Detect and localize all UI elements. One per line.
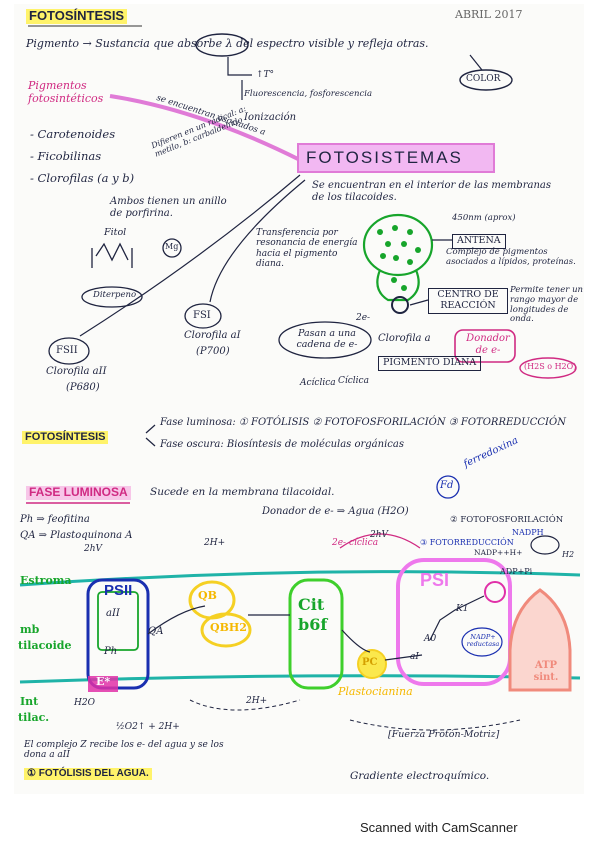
adp-label: ADP+Pi <box>500 567 533 576</box>
fotosistemas-location: Se encuentran en el interior de las memb… <box>312 180 551 203</box>
fase-luminosa-title: FASE LUMINOSA <box>26 485 131 500</box>
fase-luminosa-line: Fase luminosa: ① FOTÓLISIS ② FOTOFOSFORI… <box>160 417 566 428</box>
sucede-note: Sucede en la membrana tilacoidal. <box>150 486 335 498</box>
fsii-label: FSII <box>56 345 78 356</box>
ciclica-label: Cíclica <box>338 376 369 386</box>
fotosistemas-title: FOTOSISTEMAS <box>306 148 463 167</box>
fd-label: Fd <box>440 480 454 491</box>
psi-label: PSI <box>420 570 450 590</box>
fotorreduccion-label: ③ FOTORREDUCCIÓN <box>420 538 514 547</box>
h2o-label: H2O <box>74 698 95 708</box>
fotosintesis-heading: FOTOSÍNTESIS <box>22 431 109 444</box>
pasan-note: Pasan a una cadena de e- <box>296 328 358 350</box>
temperature-label: ↑T° <box>256 70 275 80</box>
fitol-label: Fitol <box>104 227 127 238</box>
nadph-label: NADPH <box>512 528 544 537</box>
plastocianina-label: Plastocianina <box>338 685 413 698</box>
permite-note: Permite tener un rango mayor de longitud… <box>510 285 584 325</box>
aciclica-label: Acíclica <box>300 378 336 388</box>
pigment-item: - Carotenoides <box>30 127 116 141</box>
transferencia-note: Transferencia por resonancia de energía … <box>256 228 358 270</box>
fotolisis-heading: ① FOTÓLISIS DEL AGUA. <box>24 768 152 780</box>
porfirina-note: Ambos tienen un anillo de porfirina. <box>110 196 227 219</box>
photon-psi: 2hV <box>370 530 389 540</box>
k1-label: K1 <box>456 604 469 614</box>
donador-example: (H2S o H2O) <box>524 362 577 371</box>
fsii-clorofila: Clorofila aII <box>46 366 107 377</box>
a0-label: A0 <box>424 634 437 644</box>
color-label: COLOR <box>466 74 501 84</box>
page-title: FOTOSÍNTESIS <box>26 8 128 24</box>
date: ABRIL 2017 <box>455 8 523 21</box>
nadp-reductasa-label: NADP+ reductasa <box>466 633 500 649</box>
e-star-label: E* <box>96 675 111 688</box>
fsi-p700: (P700) <box>196 346 230 357</box>
ionizacion-label: Ionización <box>244 112 297 123</box>
ai-label: aI <box>410 652 419 662</box>
h2-label: H2 <box>562 550 575 559</box>
atp-synthase <box>508 588 572 692</box>
qb-label: QB <box>198 589 217 602</box>
int-label: Int <box>20 695 39 708</box>
clorofila-a-label: Clorofila a <box>378 333 431 344</box>
size-label: 450nm (aprox) <box>452 213 516 223</box>
qbh2-label: QBH2 <box>210 621 247 634</box>
protons-lumen: 2H+ <box>246 696 268 706</box>
protons-stroma: 2H+ <box>204 538 226 548</box>
fuerza-label: [Fuerza Protón-Motriz] <box>388 729 500 740</box>
psii-label: PSII <box>104 582 133 599</box>
donador-label: Donador de e- <box>466 333 510 356</box>
fsii-p680: (P680) <box>66 382 100 393</box>
aii-label: aII <box>106 608 120 619</box>
estroma-label: Estroma <box>20 574 72 587</box>
antena-label: ANTENA <box>452 234 506 249</box>
pigmento-definition: Pigmento → Sustancia que absorbe λ del e… <box>26 37 429 50</box>
complejo-z-note: El complejo Z recibe los e- del agua y s… <box>24 740 224 761</box>
pigment-item: - Clorofilas (a y b) <box>30 171 135 185</box>
ph-definition: Ph ⇒ feofitina <box>20 514 90 525</box>
nadp-h-label: NADP++H+ <box>474 548 523 557</box>
pc-label: PC <box>362 657 378 668</box>
atp-sint-label: ATP sint. <box>533 660 559 683</box>
mb-label: mb <box>20 623 40 636</box>
pink-arrow <box>109 94 301 162</box>
centro-reaccion-label: CENTRO DE REACCIÓN <box>428 288 508 314</box>
mg-label: Mg <box>165 242 179 251</box>
oxygen-label: ½O2↑ + 2H+ <box>116 722 180 732</box>
fsi-label: FSI <box>193 310 211 321</box>
psi-box <box>396 558 512 686</box>
fotofosforilacion-label: ② FOTOFOSFORILACIÓN <box>450 515 564 525</box>
fotosistemas-box <box>297 143 495 173</box>
notebook-page <box>14 4 584 794</box>
electron-label: 2e- <box>356 313 371 323</box>
donador-agua: Donador de e- ⇒ Agua (H2O) <box>262 506 409 517</box>
circle-absorbe <box>195 33 249 57</box>
pigment-item: - Ficobilinas <box>30 149 102 163</box>
pigmentos-heading: Pigmentos fotosintéticos <box>28 79 104 105</box>
antenna-blob <box>362 213 434 277</box>
b6f-label: b6f <box>298 615 328 634</box>
ciclica-flow-label: 2e- cíclica <box>332 538 379 548</box>
diterpeno-label: Diterpeno <box>93 290 137 300</box>
cit-box <box>288 578 344 690</box>
gradiente-label: Gradiente electroquímico. <box>350 770 490 782</box>
fase-oscura-line: Fase oscura: Biosíntesis de moléculas or… <box>160 439 404 450</box>
fsi-clorofila: Clorofila aI <box>184 330 241 341</box>
fluorescencia-label: Fluorescencia, fosforescencia <box>244 89 373 99</box>
scan-footer: Scanned with CamScanner <box>360 820 518 835</box>
photon-psii: 2hV <box>84 544 103 554</box>
color-oval <box>459 69 513 91</box>
tilac-label: tilac. <box>18 711 50 724</box>
qa-box-label: QA <box>148 626 164 637</box>
cit-label: Cit <box>298 595 325 614</box>
complejo-note: Complejo de pigmentos asociados a lípido… <box>446 247 576 267</box>
qa-definition: QA ⇒ Plastoquinona A <box>20 530 133 541</box>
ph-box-label: Ph <box>104 646 118 657</box>
tilacoide-label: tilacoide <box>18 639 72 652</box>
pigmento-diana-label: PIGMENTO DIANA <box>378 356 482 371</box>
